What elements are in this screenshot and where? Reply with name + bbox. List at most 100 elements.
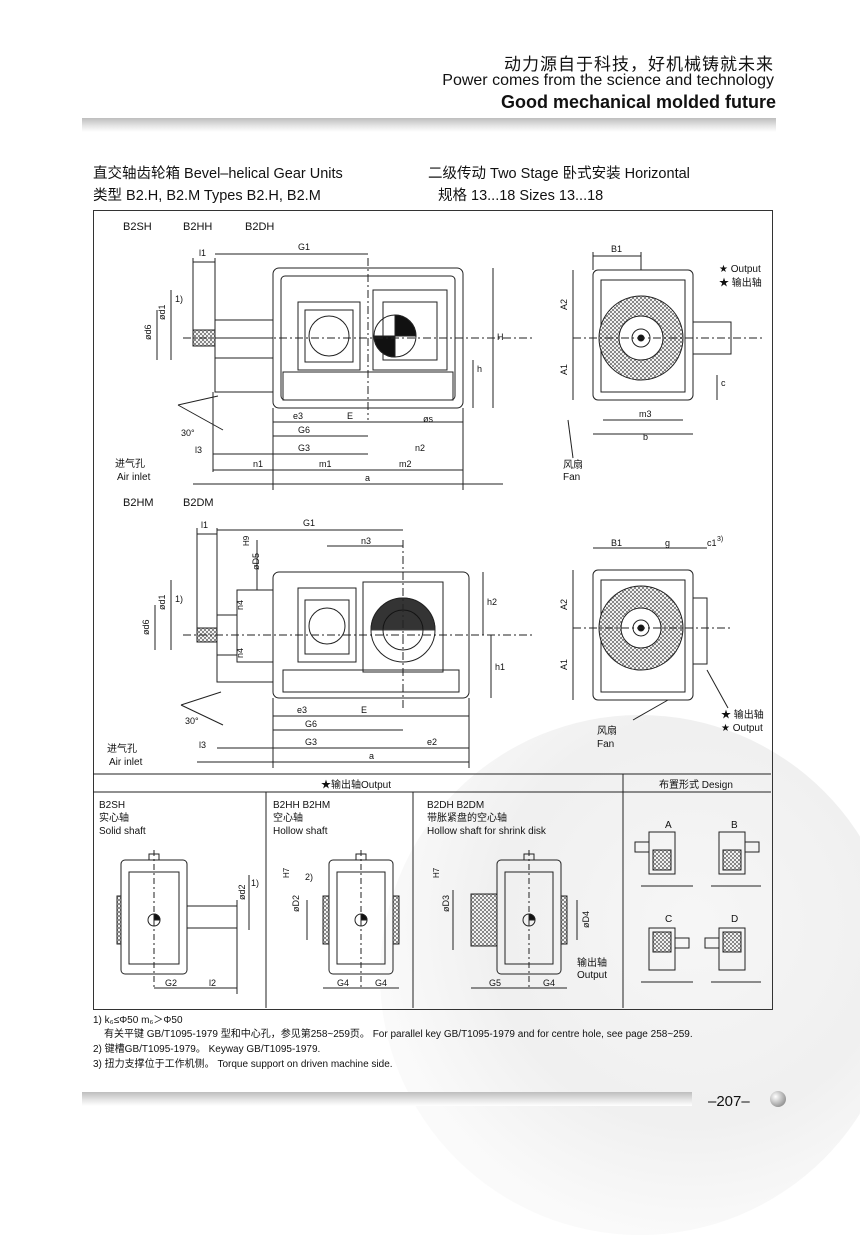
mid-dim-g3: G3 bbox=[305, 737, 317, 747]
page-dot-icon bbox=[770, 1091, 786, 1107]
air-inlet-en: Air inlet bbox=[117, 472, 151, 483]
mid-output-en: ★ Output bbox=[721, 723, 763, 734]
note-1b: 有关平键 GB/T1095-1979 型和中心孔，参见第258~259页。 Fo… bbox=[104, 1029, 693, 1040]
dim-H: H bbox=[497, 332, 504, 342]
dim-d1: ød1 bbox=[157, 304, 167, 320]
col3-output-cn: 输出轴 bbox=[577, 956, 607, 969]
mid-side-dim-a2: A2 bbox=[559, 599, 569, 610]
design-layouts bbox=[634, 831, 761, 983]
title-right-1: 二级传动 Two Stage 卧式安装 Horizontal bbox=[428, 166, 690, 182]
design-a: A bbox=[665, 820, 672, 831]
col1-dim-d2: ød2 bbox=[237, 884, 247, 900]
mid-dim-n3: n3 bbox=[361, 536, 371, 546]
slogan-english: Power comes from the science and technol… bbox=[442, 72, 774, 89]
col2-dim-h7: H7 bbox=[282, 867, 291, 878]
variant-b2sh: B2SH bbox=[123, 221, 152, 233]
mid-side-dim-g: g bbox=[665, 538, 670, 548]
col3-en: Hollow shaft for shrink disk bbox=[427, 826, 547, 837]
mid-dim-g6: G6 bbox=[305, 719, 317, 729]
note-2: 2) 键槽GB/T1095-1979。 Keyway GB/T1095-1979… bbox=[93, 1044, 321, 1055]
variant-b2hh: B2HH bbox=[183, 221, 212, 233]
middle-front-view bbox=[154, 528, 533, 768]
drawing-frame bbox=[93, 210, 773, 1010]
variant-b2dh: B2DH bbox=[245, 221, 274, 233]
side-dim-b1: B1 bbox=[611, 244, 622, 254]
mid-dim-h1: h1 bbox=[495, 662, 505, 672]
air-inlet-cn: 进气孔 bbox=[115, 457, 145, 470]
output-label-en: ★ Output bbox=[719, 264, 761, 275]
side-dim-m3: m3 bbox=[639, 409, 652, 419]
mid-dim-l3: l3 bbox=[199, 740, 206, 750]
design-d: D bbox=[731, 914, 738, 925]
solid-shaft-view bbox=[116, 850, 250, 994]
col3-dim-h7: H7 bbox=[432, 867, 441, 878]
col2-cn: 空心轴 bbox=[273, 811, 303, 824]
note-1: 1) k₆≤Φ50 m₆＞Φ50 bbox=[93, 1015, 183, 1026]
col1-dim-g2: G2 bbox=[165, 978, 177, 988]
mid-dim-30deg: 30° bbox=[185, 716, 199, 726]
mid-dim-g1: G1 bbox=[303, 518, 315, 528]
col2-dim-g4b: G4 bbox=[375, 978, 387, 988]
mid-side-dim-a1: A1 bbox=[559, 659, 569, 670]
mid-dim-h2: h2 bbox=[487, 597, 497, 607]
dim-n2: n2 bbox=[415, 443, 425, 453]
dim-l3: l3 bbox=[195, 445, 202, 455]
side-dim-b: b bbox=[643, 432, 648, 442]
dim-h: h bbox=[477, 364, 482, 374]
variant-b2dm: B2DM bbox=[183, 497, 214, 509]
mid-air-inlet-en: Air inlet bbox=[109, 757, 143, 768]
mid-dim-d6: ød6 bbox=[141, 619, 151, 635]
dim-E: E bbox=[347, 411, 353, 421]
side-dim-c: c bbox=[721, 378, 726, 388]
col1-en: Solid shaft bbox=[99, 826, 146, 837]
note-3: 3) 扭力支撑位于工作机侧。 Torque support on driven … bbox=[93, 1059, 393, 1070]
technical-drawing: B2SH B2HH B2DH l1 G1 ød1 1) ød6 H h e3 E… bbox=[93, 221, 771, 1008]
dim-l1: l1 bbox=[199, 248, 206, 258]
mid-dim-e2: e2 bbox=[427, 737, 437, 747]
dim-m2: m2 bbox=[399, 459, 412, 469]
hollow-shaft-view bbox=[306, 850, 400, 990]
mid-dim-E: E bbox=[361, 705, 367, 715]
col2-dim-g4a: G4 bbox=[337, 978, 349, 988]
col1-code: B2SH bbox=[99, 800, 125, 811]
design-b: B bbox=[731, 820, 738, 831]
dim-d6: ød6 bbox=[143, 324, 153, 340]
side-dim-a1: A1 bbox=[559, 364, 569, 375]
output-label-cn: ★ 输出轴 bbox=[719, 276, 762, 289]
mid-dim-d1: ød1 bbox=[157, 594, 167, 610]
fan-label-cn: 风扇 bbox=[563, 458, 583, 471]
top-front-view bbox=[156, 253, 533, 490]
fan-label-en: Fan bbox=[563, 472, 580, 483]
col1-cn: 实心轴 bbox=[99, 811, 129, 824]
slogan-chinese: 动力源自于科技，好机械铸就未来 bbox=[504, 55, 774, 75]
mid-dim-n4b: n4 bbox=[235, 648, 245, 658]
col3-dim-g5: G5 bbox=[489, 978, 501, 988]
mid-dim-l1: l1 bbox=[201, 520, 208, 530]
title-right-2: 规格 13...18 Sizes 13...18 bbox=[438, 188, 604, 204]
mid-side-dim-note3: 3) bbox=[717, 536, 723, 543]
mid-dim-n4a: n4 bbox=[235, 600, 245, 610]
mid-side-dim-c1: c1 bbox=[707, 538, 717, 548]
page-number: –207– bbox=[708, 1093, 750, 1110]
dim-a: a bbox=[365, 473, 370, 483]
middle-side-view bbox=[572, 547, 733, 721]
col3-dim-d4: øD4 bbox=[581, 911, 591, 928]
mid-output-cn: ★ 输出轴 bbox=[721, 708, 764, 721]
col1-dim-note1: 1) bbox=[251, 878, 259, 888]
mid-dim-note1: 1) bbox=[175, 594, 183, 604]
output-header: ★输出轴Output bbox=[321, 778, 391, 791]
mid-fan-cn: 风扇 bbox=[597, 724, 617, 737]
col3-output-en: Output bbox=[577, 970, 607, 981]
background-globe bbox=[380, 715, 860, 1235]
header-divider bbox=[82, 118, 776, 132]
col3-dim-g4: G4 bbox=[543, 978, 555, 988]
mid-air-inlet-cn: 进气孔 bbox=[107, 742, 137, 755]
dim-s: øs bbox=[423, 414, 433, 424]
slogan-english-bold: Good mechanical molded future bbox=[500, 92, 776, 112]
design-header: 布置形式 Design bbox=[659, 778, 733, 791]
dim-g3: G3 bbox=[298, 443, 310, 453]
dim-n1: n1 bbox=[253, 459, 263, 469]
dim-g1: G1 bbox=[298, 242, 310, 252]
col3-code: B2DH B2DM bbox=[427, 800, 484, 811]
mid-dim-e3: e3 bbox=[297, 705, 307, 715]
